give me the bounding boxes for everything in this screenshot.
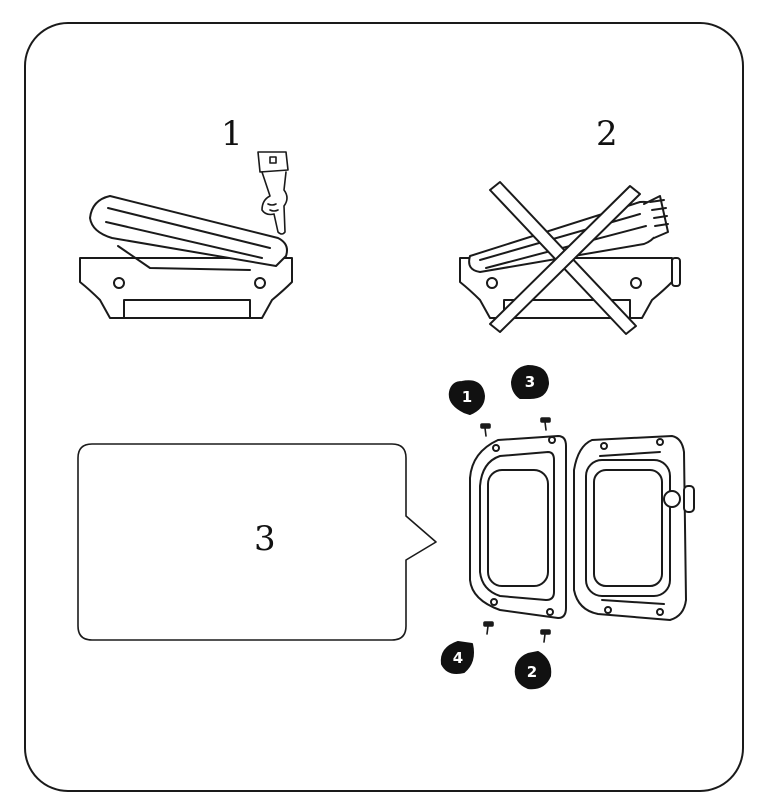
badge-4-label: 4 (453, 649, 463, 667)
step1-correct-fit-drawing (79, 195, 293, 319)
watch-case-drawing (573, 435, 695, 621)
bezel-frame-drawing (469, 435, 567, 619)
badge-3-label: 3 (525, 373, 535, 391)
screw-top-left (480, 423, 491, 437)
instruction-frame (24, 22, 744, 792)
screw-bottom-left (483, 621, 494, 635)
cross-icon (489, 181, 641, 335)
badge-1-label: 1 (462, 388, 472, 406)
step-1-label: 1 (221, 114, 243, 154)
screw-bottom-right (540, 629, 551, 643)
pointing-hand-icon (257, 151, 289, 235)
step-3-label: 3 (254, 519, 276, 559)
screw-order-badge-1: 1 (448, 380, 485, 415)
screw-order-badge-2: 2 (514, 651, 552, 690)
screw-top-right (540, 417, 551, 431)
screws (480, 417, 551, 643)
screw-order-badge-3: 3 (511, 365, 549, 399)
callout-bubble (77, 443, 437, 641)
screw-order-badge-4: 4 (440, 641, 474, 674)
step-2-label: 2 (596, 114, 618, 154)
badge-2-label: 2 (527, 663, 537, 681)
